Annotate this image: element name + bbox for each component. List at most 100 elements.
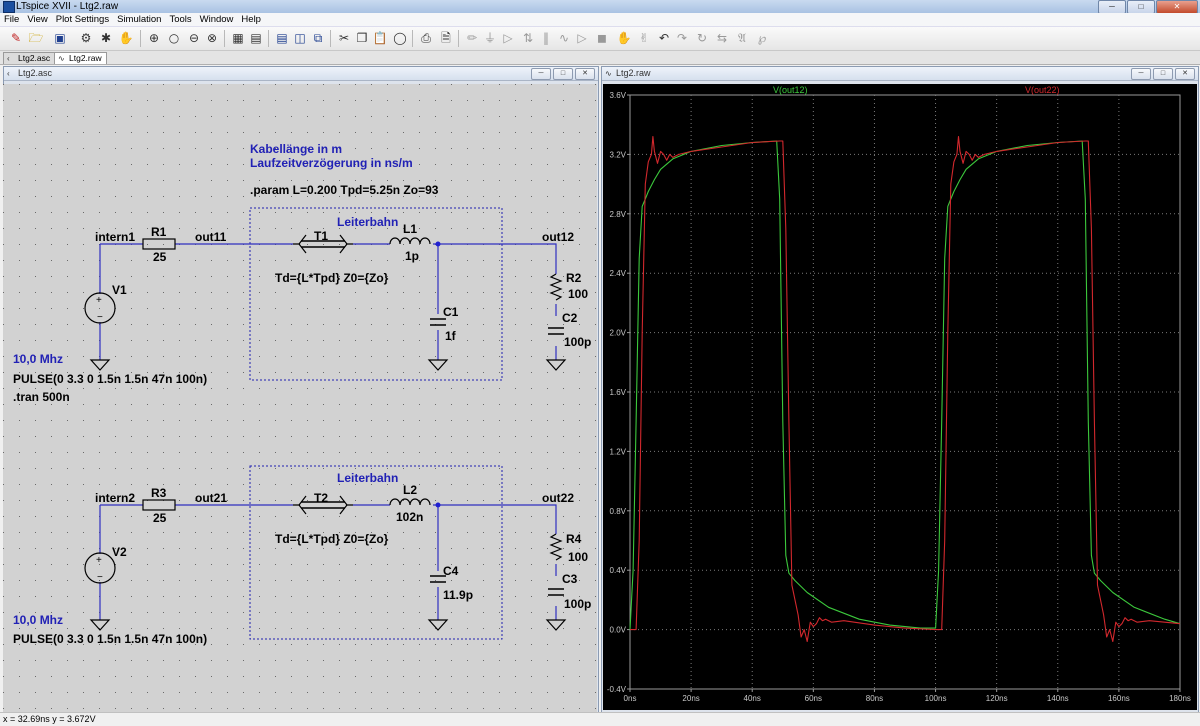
- net-label-intern2[interactable]: intern2: [95, 491, 135, 505]
- series-line-vout12[interactable]: [629, 140, 1181, 630]
- pulse-spec-2[interactable]: PULSE(0 3.3 0 1.5n 1.5n 47n 100n): [13, 632, 207, 646]
- waveform-minimize-button[interactable]: ─: [1131, 68, 1151, 80]
- menu-plot-settings[interactable]: Plot Settings: [55, 14, 110, 25]
- control-panel-icon[interactable]: ⚙: [80, 31, 92, 45]
- menu-tools[interactable]: Tools: [169, 14, 192, 25]
- capacitor-c1[interactable]: [430, 318, 446, 326]
- label-net-icon[interactable]: ▷: [503, 31, 513, 45]
- schematic-canvas[interactable]: Kabellänge in m Laufzeitverzögerung in n…: [3, 84, 597, 712]
- undo-icon[interactable]: ↶: [658, 31, 670, 45]
- tab-ltg2-raw[interactable]: ∿ Ltg2.raw: [54, 52, 107, 64]
- r2-value[interactable]: 100: [568, 287, 588, 301]
- resistor-r2[interactable]: [549, 273, 563, 301]
- waveform-restore-button[interactable]: □: [1153, 68, 1173, 80]
- schematic-minimize-button[interactable]: ─: [531, 68, 551, 80]
- close-button[interactable]: ✕: [1156, 0, 1198, 14]
- zoom-in-icon[interactable]: ⊕: [148, 31, 160, 45]
- net-label-out12[interactable]: out12: [542, 230, 574, 244]
- ground-icon[interactable]: ⏚: [483, 31, 496, 45]
- c1-value[interactable]: 1f: [445, 329, 457, 343]
- diode-icon[interactable]: ▷: [577, 31, 587, 45]
- capacitor-c4[interactable]: [430, 575, 446, 583]
- cut-icon[interactable]: ✂: [338, 31, 350, 45]
- resistor-r4[interactable]: [549, 533, 563, 561]
- legend-v-out12[interactable]: V(out12): [773, 85, 808, 95]
- redo-icon[interactable]: ↷: [676, 31, 688, 45]
- spice-directive-icon[interactable]: ℘: [757, 31, 767, 45]
- resistor-icon[interactable]: ⇅: [522, 31, 534, 45]
- net-label-out22[interactable]: out22: [542, 491, 574, 505]
- open-folder-icon[interactable]: 🗁: [28, 31, 44, 45]
- menu-simulation[interactable]: Simulation: [117, 14, 162, 25]
- waveform-close-button[interactable]: ✕: [1175, 68, 1195, 80]
- print-icon[interactable]: ⎙: [421, 31, 431, 45]
- tile-vertical-icon[interactable]: ◫: [294, 31, 306, 45]
- text-icon[interactable]: 𝔄: [738, 31, 746, 45]
- zoom-out-icon[interactable]: ⊖: [188, 31, 200, 45]
- voltage-source-v1[interactable]: [84, 292, 116, 324]
- schematic-restore-button[interactable]: □: [553, 68, 573, 80]
- inductor-l1[interactable]: [389, 237, 431, 245]
- tile-horizontal-icon[interactable]: ▤: [276, 31, 288, 45]
- capacitor-c3[interactable]: [548, 588, 564, 596]
- halt-icon[interactable]: ✋: [118, 31, 134, 45]
- minimize-button[interactable]: ─: [1098, 0, 1126, 14]
- save-icon[interactable]: ▣: [54, 31, 66, 45]
- r1-value[interactable]: 25: [153, 250, 167, 264]
- transmission-line-t2[interactable]: [293, 495, 353, 515]
- move-icon[interactable]: ✋: [616, 31, 632, 45]
- schematic-close-button[interactable]: ✕: [575, 68, 595, 80]
- c4-value[interactable]: 11.9p: [443, 588, 473, 602]
- t1-value[interactable]: Td={L*Tpd} Z0={Zo}: [275, 271, 389, 285]
- capacitor-c2[interactable]: [548, 327, 564, 335]
- rotate-icon[interactable]: ↻: [696, 31, 708, 45]
- transmission-line-t1[interactable]: [293, 234, 353, 254]
- maximize-button[interactable]: □: [1127, 0, 1155, 14]
- tran-directive[interactable]: .tran 500n: [13, 390, 70, 404]
- menu-window[interactable]: Window: [199, 14, 234, 25]
- menu-view[interactable]: View: [27, 14, 48, 25]
- l2-value[interactable]: 102n: [396, 510, 423, 524]
- resistor-r1[interactable]: [142, 238, 176, 250]
- inductor-l2[interactable]: [389, 498, 431, 506]
- net-label-intern1[interactable]: intern1: [95, 230, 135, 244]
- wire-icon[interactable]: ✏: [466, 31, 478, 45]
- mirror-icon[interactable]: ⇆: [716, 31, 728, 45]
- l1-value[interactable]: 1p: [405, 249, 419, 263]
- t1-label: T1: [314, 229, 328, 243]
- c2-value[interactable]: 100p: [564, 335, 591, 349]
- paste-icon[interactable]: 📋: [372, 31, 388, 45]
- series-line-vout22[interactable]: [630, 136, 1181, 643]
- autorange-icon[interactable]: ▦: [232, 31, 244, 45]
- run-icon[interactable]: ✱: [100, 31, 112, 45]
- drag-icon[interactable]: ✌: [638, 31, 650, 45]
- copy-icon[interactable]: ❐: [356, 31, 368, 45]
- x-tick-label: 60ns: [805, 694, 822, 703]
- pan-icon[interactable]: ○: [168, 31, 180, 45]
- zoom-fit-icon[interactable]: ⊗: [206, 31, 218, 45]
- tab-ltg2-asc[interactable]: ‹ Ltg2.asc: [3, 52, 56, 64]
- resistor-r3[interactable]: [142, 499, 176, 511]
- new-schematic-icon[interactable]: ✎: [10, 31, 22, 45]
- r3-value[interactable]: 25: [153, 511, 167, 525]
- component-icon[interactable]: ◼: [597, 31, 607, 45]
- cascade-icon[interactable]: ⧉: [313, 31, 323, 45]
- net-label-out21[interactable]: out21: [195, 491, 227, 505]
- menu-file[interactable]: File: [4, 14, 20, 25]
- waveform-icon: ∿: [58, 54, 65, 63]
- print-preview-icon[interactable]: 🗎: [441, 31, 451, 45]
- voltage-source-v2[interactable]: [84, 552, 116, 584]
- legend-v-out22[interactable]: V(out22): [1025, 85, 1060, 95]
- param-directive[interactable]: .param L=0.200 Tpd=5.25n Zo=93: [250, 183, 439, 197]
- c3-value[interactable]: 100p: [564, 597, 591, 611]
- pulse-spec-1[interactable]: PULSE(0 3.3 0 1.5n 1.5n 47n 100n): [13, 372, 207, 386]
- net-label-out11[interactable]: out11: [195, 230, 227, 244]
- manual-range-icon[interactable]: ▤: [250, 31, 262, 45]
- t2-value[interactable]: Td={L*Tpd} Z0={Zo}: [275, 532, 389, 546]
- menu-help[interactable]: Help: [241, 14, 261, 25]
- find-icon[interactable]: ◯: [393, 31, 407, 45]
- capacitor-icon[interactable]: ‖: [543, 31, 549, 45]
- r4-value[interactable]: 100: [568, 550, 588, 564]
- inductor-icon[interactable]: ∿: [558, 31, 570, 45]
